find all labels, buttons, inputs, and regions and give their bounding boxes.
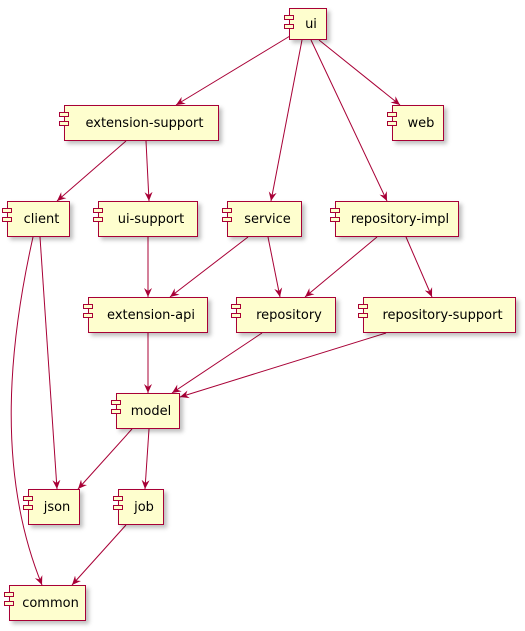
arrow-repository-impl-to-repository-support [405,236,433,298]
component-common[interactable]: common [4,585,86,621]
component-port-icon [111,409,121,414]
component-label: extension-api [107,307,195,323]
component-label: web [407,115,435,131]
component-label: repository-impl [350,211,450,227]
arrow-extension-support-to-ui-support [144,140,153,202]
component-label: repository-support [382,307,503,323]
component-label: json [43,499,71,515]
component-label: job [134,499,154,515]
component-client[interactable]: client [2,201,70,237]
component-port-icon [284,24,294,29]
component-web[interactable]: web [387,105,444,141]
component-port-icon [231,313,241,318]
component-label: client [23,211,60,227]
component-port-icon [93,208,103,213]
component-label: extension-support [85,115,204,131]
component-port-icon [23,496,33,501]
component-port-icon [113,505,123,510]
arrow-repository-to-model [171,332,263,394]
component-label: repository [256,307,322,323]
component-extension-support[interactable]: extension-support [59,105,219,141]
component-port-icon [387,112,397,117]
component-port-icon [222,208,232,213]
component-port-icon [330,217,340,222]
component-port-icon [4,601,14,606]
component-label: common [22,595,79,611]
component-service[interactable]: service [222,201,302,237]
component-port-icon [358,304,368,309]
component-port-icon [2,208,12,213]
arrow-job-to-common [71,524,127,586]
arrow-client-to-json [39,236,61,490]
component-port-icon [59,112,69,117]
arrow-ui-to-service [268,39,303,202]
component-port-icon [2,217,12,222]
component-job[interactable]: job [113,489,164,525]
arrow-repository-impl-to-repository [304,236,378,298]
arrow-model-to-job [141,428,150,490]
component-port-icon [83,313,93,318]
component-port-icon [231,304,241,309]
component-repository[interactable]: repository [231,297,336,333]
arrow-extension-support-to-client [56,140,127,202]
arrow-service-to-repository [267,236,283,298]
component-label: ui [305,16,317,32]
component-port-icon [23,505,33,510]
component-port-icon [222,217,232,222]
component-ui[interactable]: ui [284,8,327,40]
component-ui-support[interactable]: ui-support [93,201,198,237]
component-port-icon [59,121,69,126]
arrow-ui-to-extension-support [175,35,291,106]
arrow-service-to-extension-api [169,236,249,298]
arrow-client-to-common [10,236,43,586]
component-port-icon [387,121,397,126]
arrow-ui-to-web [318,39,401,106]
component-extension-api[interactable]: extension-api [83,297,208,333]
component-port-icon [330,208,340,213]
component-port-icon [284,15,294,20]
arrow-model-to-json [77,428,133,490]
arrow-ui-to-repository-impl [310,39,388,202]
component-port-icon [358,313,368,318]
component-port-icon [111,400,121,405]
component-repository-impl[interactable]: repository-impl [330,201,459,237]
component-port-icon [113,496,123,501]
component-model[interactable]: model [111,393,180,429]
component-label: ui-support [117,211,185,227]
component-label: model [130,403,172,419]
component-json[interactable]: json [23,489,80,525]
component-label: service [244,211,291,227]
component-port-icon [93,217,103,222]
arrow-repository-support-to-model [179,332,387,399]
component-port-icon [4,592,14,597]
component-repository-support[interactable]: repository-support [358,297,516,333]
component-port-icon [83,304,93,309]
